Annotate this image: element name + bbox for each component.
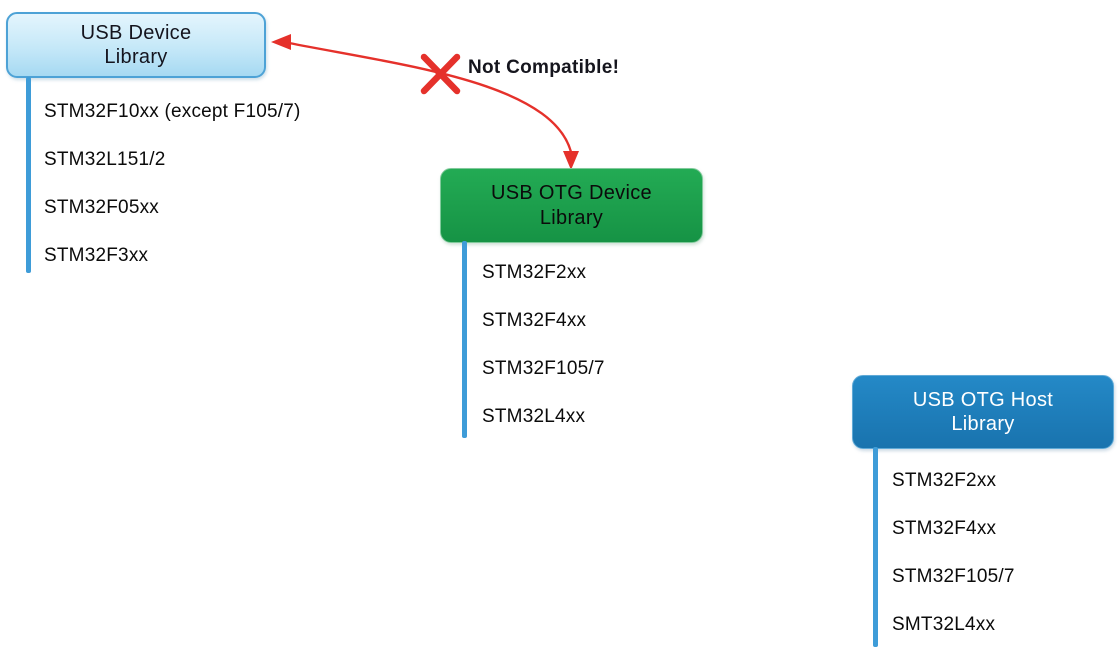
library-item: STM32F4xx bbox=[482, 310, 587, 331]
connector-line bbox=[873, 447, 878, 647]
arrowhead-left-icon bbox=[271, 34, 291, 50]
library-item: STM32F105/7 bbox=[892, 566, 1015, 587]
library-item: STM32F4xx bbox=[892, 518, 997, 539]
library-item: SMT32L4xx bbox=[892, 614, 996, 635]
usb-otg-host-library-box: USB OTG Host Library bbox=[852, 375, 1114, 449]
library-item: STM32L151/2 bbox=[44, 149, 166, 170]
box-title: USB Device Library bbox=[80, 21, 192, 68]
usb-otg-device-library-list: STM32F2xx STM32F4xx STM32F105/7 STM32L4x… bbox=[482, 261, 605, 429]
library-item: STM32F2xx bbox=[482, 262, 587, 283]
box-title: USB OTG Device Library bbox=[491, 182, 652, 229]
x-mark-icon bbox=[420, 53, 461, 95]
connector-line bbox=[26, 77, 31, 273]
usb-device-library-list: STM32F10xx (except F105/7) STM32L151/2 S… bbox=[44, 100, 301, 268]
usb-otg-device-library-box: USB OTG Device Library bbox=[440, 168, 703, 243]
library-item: STM32F2xx bbox=[892, 470, 997, 491]
library-item: STM32F05xx bbox=[44, 197, 159, 218]
library-item: STM32L4xx bbox=[482, 406, 586, 427]
usb-device-library-box: USB Device Library bbox=[6, 12, 266, 78]
usb-otg-host-library-list: STM32F2xx STM32F4xx STM32F105/7 SMT32L4x… bbox=[892, 469, 1015, 637]
connector-line bbox=[462, 241, 467, 438]
not-compatible-label: Not Compatible! bbox=[468, 57, 620, 78]
library-item: STM32F10xx (except F105/7) bbox=[44, 101, 301, 122]
library-item: STM32F3xx bbox=[44, 245, 149, 266]
box-title: USB OTG Host Library bbox=[912, 388, 1054, 435]
library-item: STM32F105/7 bbox=[482, 358, 605, 379]
